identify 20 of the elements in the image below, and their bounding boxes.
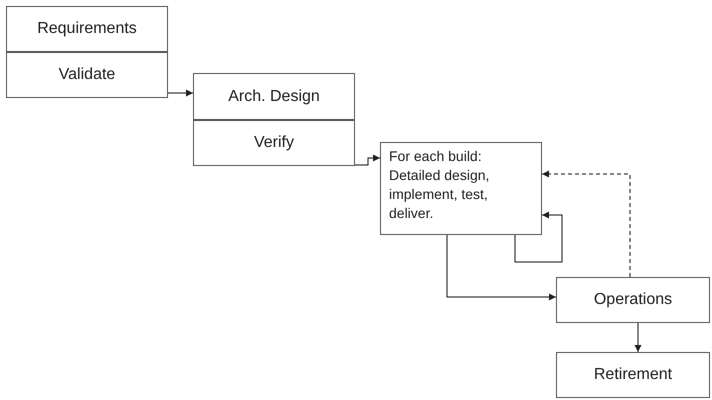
process-box bbox=[556, 352, 710, 398]
process-box bbox=[556, 277, 710, 323]
arrow bbox=[514, 212, 562, 262]
box-label: Verify bbox=[254, 133, 294, 153]
box-label: For each build: Detailed design, implement, test, deliver. bbox=[389, 147, 490, 223]
arrow bbox=[542, 170, 630, 278]
box-label: Retirement bbox=[594, 365, 672, 385]
arrow bbox=[354, 154, 380, 166]
arrow bbox=[446, 234, 556, 300]
arrow bbox=[168, 90, 194, 96]
arrow bbox=[634, 322, 642, 352]
box-label: Validate bbox=[58, 65, 116, 85]
box-label: Operations bbox=[594, 290, 672, 310]
process-box bbox=[380, 142, 542, 235]
process-box bbox=[193, 120, 355, 166]
box-label: Arch. Design bbox=[228, 86, 320, 106]
process-box bbox=[193, 73, 355, 120]
process-box bbox=[6, 52, 168, 98]
box-label: Requirements bbox=[37, 19, 137, 39]
process-box bbox=[6, 6, 168, 52]
